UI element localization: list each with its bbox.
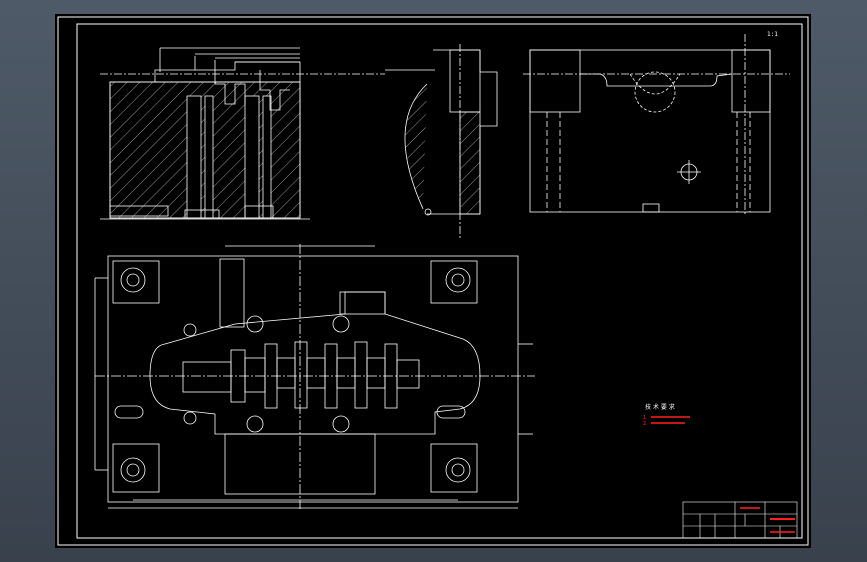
inner-frame: [76, 23, 803, 539]
title-block[interactable]: [682, 501, 798, 539]
cad-drawing: 1:1: [57, 16, 809, 546]
tech-requirements-title: 技 术 要 求: [645, 403, 675, 411]
drawing-canvas[interactable]: 1:1: [55, 14, 811, 548]
plan-view[interactable]: [94, 244, 535, 509]
tech-requirement-1: 1.: [643, 415, 648, 421]
tech-requirement-2: 2.: [643, 421, 648, 427]
side-view[interactable]: [523, 34, 790, 214]
scale-note: 1:1: [767, 31, 778, 38]
tech-requirements: 技 术 要 求 1. 2.: [643, 403, 690, 427]
front-section-view[interactable]: [100, 44, 498, 239]
outer-frame: [57, 16, 809, 546]
